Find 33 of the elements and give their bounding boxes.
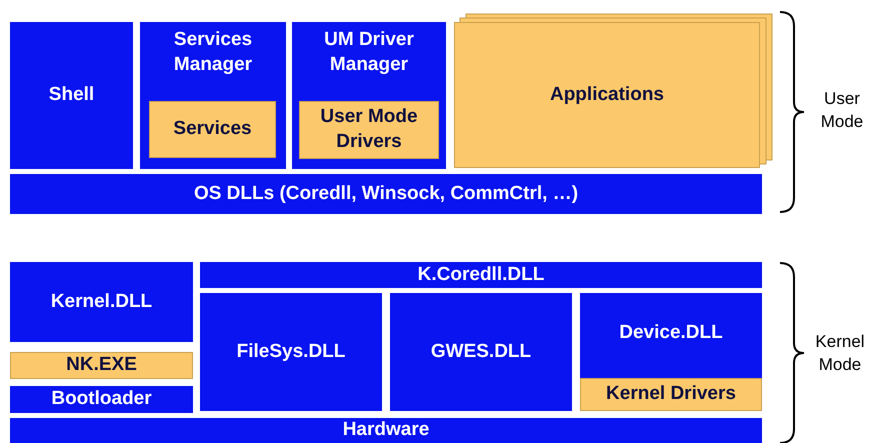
layer-box (200, 262, 762, 288)
layer-box (10, 386, 193, 413)
box-label: OS DLLs (Coredll, Winsock, CommCtrl, …) (192, 182, 580, 206)
box-label: Bootloader (50, 387, 153, 412)
layer-box (10, 262, 193, 342)
box-label: Applications (548, 82, 665, 107)
component-box (299, 101, 439, 159)
layer-box (292, 22, 446, 169)
mode-label: Kernel Mode (814, 331, 866, 376)
box-label: Kernel.DLL (50, 290, 154, 314)
box-label: Hardware (342, 418, 430, 442)
box-label: Services Manager (172, 28, 254, 77)
layer-box (200, 293, 382, 411)
box-label: Kernel Drivers (605, 382, 737, 406)
layer-box (390, 293, 572, 411)
layer-box (580, 293, 762, 411)
component-box (149, 101, 276, 158)
box-label: User Mode Drivers (319, 105, 419, 154)
layer-box (10, 174, 762, 214)
box-label: GWES.DLL (430, 340, 532, 364)
box-label: Shell (48, 83, 96, 108)
mode-label: User Mode (820, 88, 864, 133)
component-box (10, 352, 193, 379)
box-label: Device.DLL (618, 321, 724, 345)
box-label: FileSys.DLL (236, 340, 346, 364)
box-label: UM Driver Manager (323, 28, 415, 77)
box-label: NK.EXE (65, 353, 138, 378)
box-label: Services (172, 117, 253, 142)
component-box (580, 378, 762, 411)
layer-box (10, 22, 133, 169)
layer-box (140, 22, 286, 169)
layer-box (10, 418, 762, 443)
box-label: K.Coredll.DLL (416, 262, 546, 287)
